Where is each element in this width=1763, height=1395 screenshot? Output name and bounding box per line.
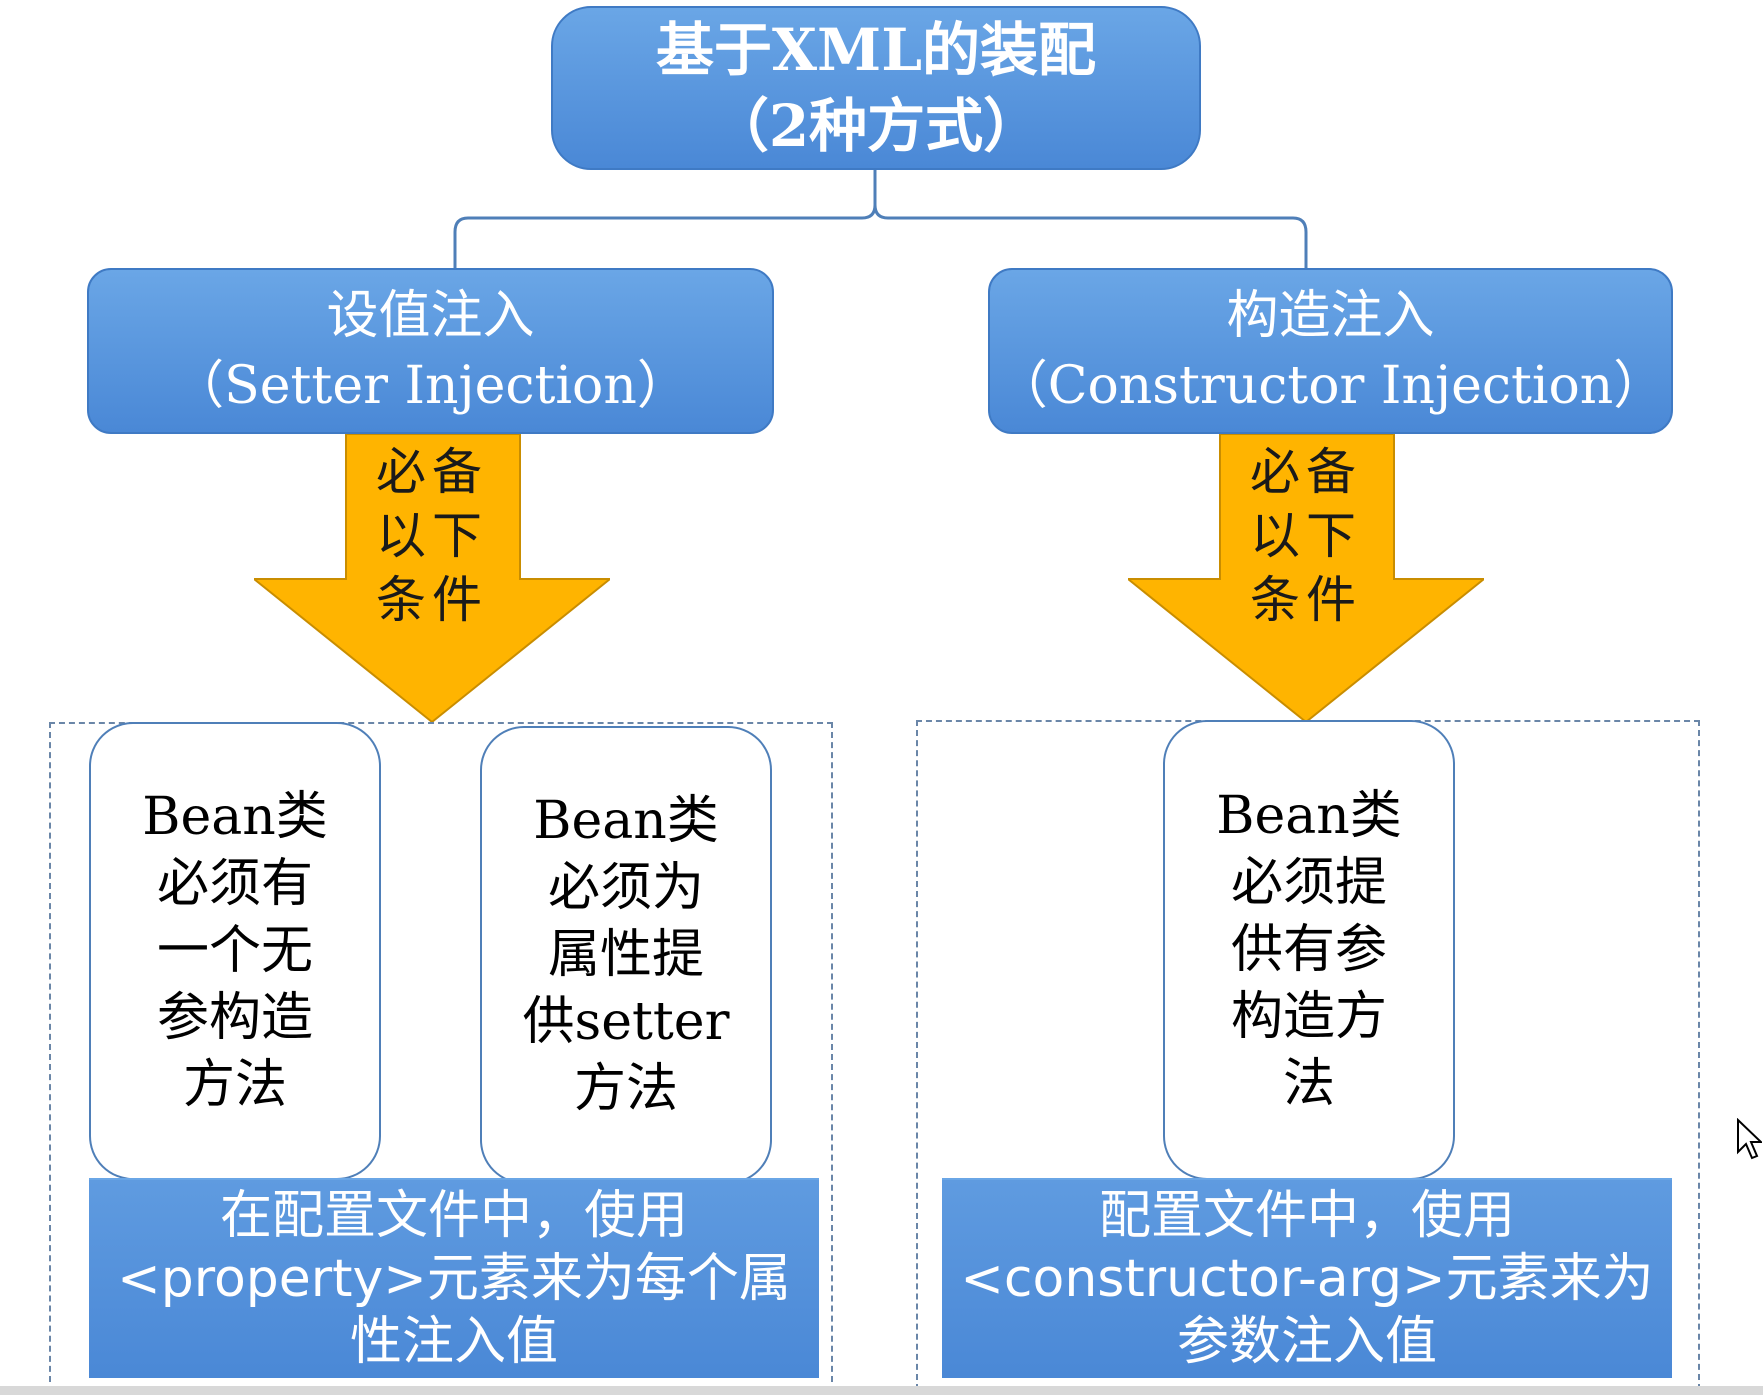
constructor-arrow (1128, 434, 1484, 724)
constructor-arrow-label: 必备 以下 条件 (1208, 440, 1404, 632)
constructor-arrow-line-1: 必备 (1250, 443, 1362, 501)
title-line-1: 基于XML的装配 (656, 16, 1096, 84)
title-line-2: （2种方式） (710, 92, 1042, 160)
setter-injection-box: 设值注入 （Setter Injection） (87, 268, 774, 434)
setter-injection-subtitle: （Setter Injection） (172, 356, 689, 416)
setter-arrow-line-1: 必备 (376, 443, 488, 501)
bottom-edge-strip (0, 1386, 1763, 1395)
setter-arrow-label: 必备 以下 条件 (334, 440, 530, 632)
setter-condition-setter-methods: Bean类 必须为 属性提 供setter 方法 (480, 726, 772, 1184)
constructor-injection-subtitle: （Constructor Injection） (995, 356, 1666, 416)
constructor-injection-title: 构造注入 (1226, 286, 1435, 346)
constructor-arrow-line-3: 条件 (1250, 571, 1362, 629)
setter-arrow-line-3: 条件 (376, 571, 488, 629)
constructor-condition-arg-constructor: Bean类 必须提 供有参 构造方 法 (1163, 720, 1455, 1180)
mouse-pointer-icon (1737, 1118, 1762, 1160)
setter-config-box: 在配置文件中，使用 <property>元素来为每个属 性注入值 (89, 1178, 819, 1378)
title-box: 基于XML的装配 （2种方式） (551, 6, 1201, 170)
constructor-injection-box: 构造注入 （Constructor Injection） (988, 268, 1673, 434)
setter-condition-no-arg-constructor: Bean类 必须有 一个无 参构造 方法 (89, 722, 381, 1180)
setter-injection-title: 设值注入 (326, 286, 535, 346)
constructor-config-box: 配置文件中，使用 <constructor-arg>元素来为 参数注入值 (942, 1178, 1672, 1378)
setter-arrow (254, 434, 610, 724)
constructor-arrow-line-2: 以下 (1250, 507, 1362, 565)
setter-arrow-line-2: 以下 (376, 507, 488, 565)
